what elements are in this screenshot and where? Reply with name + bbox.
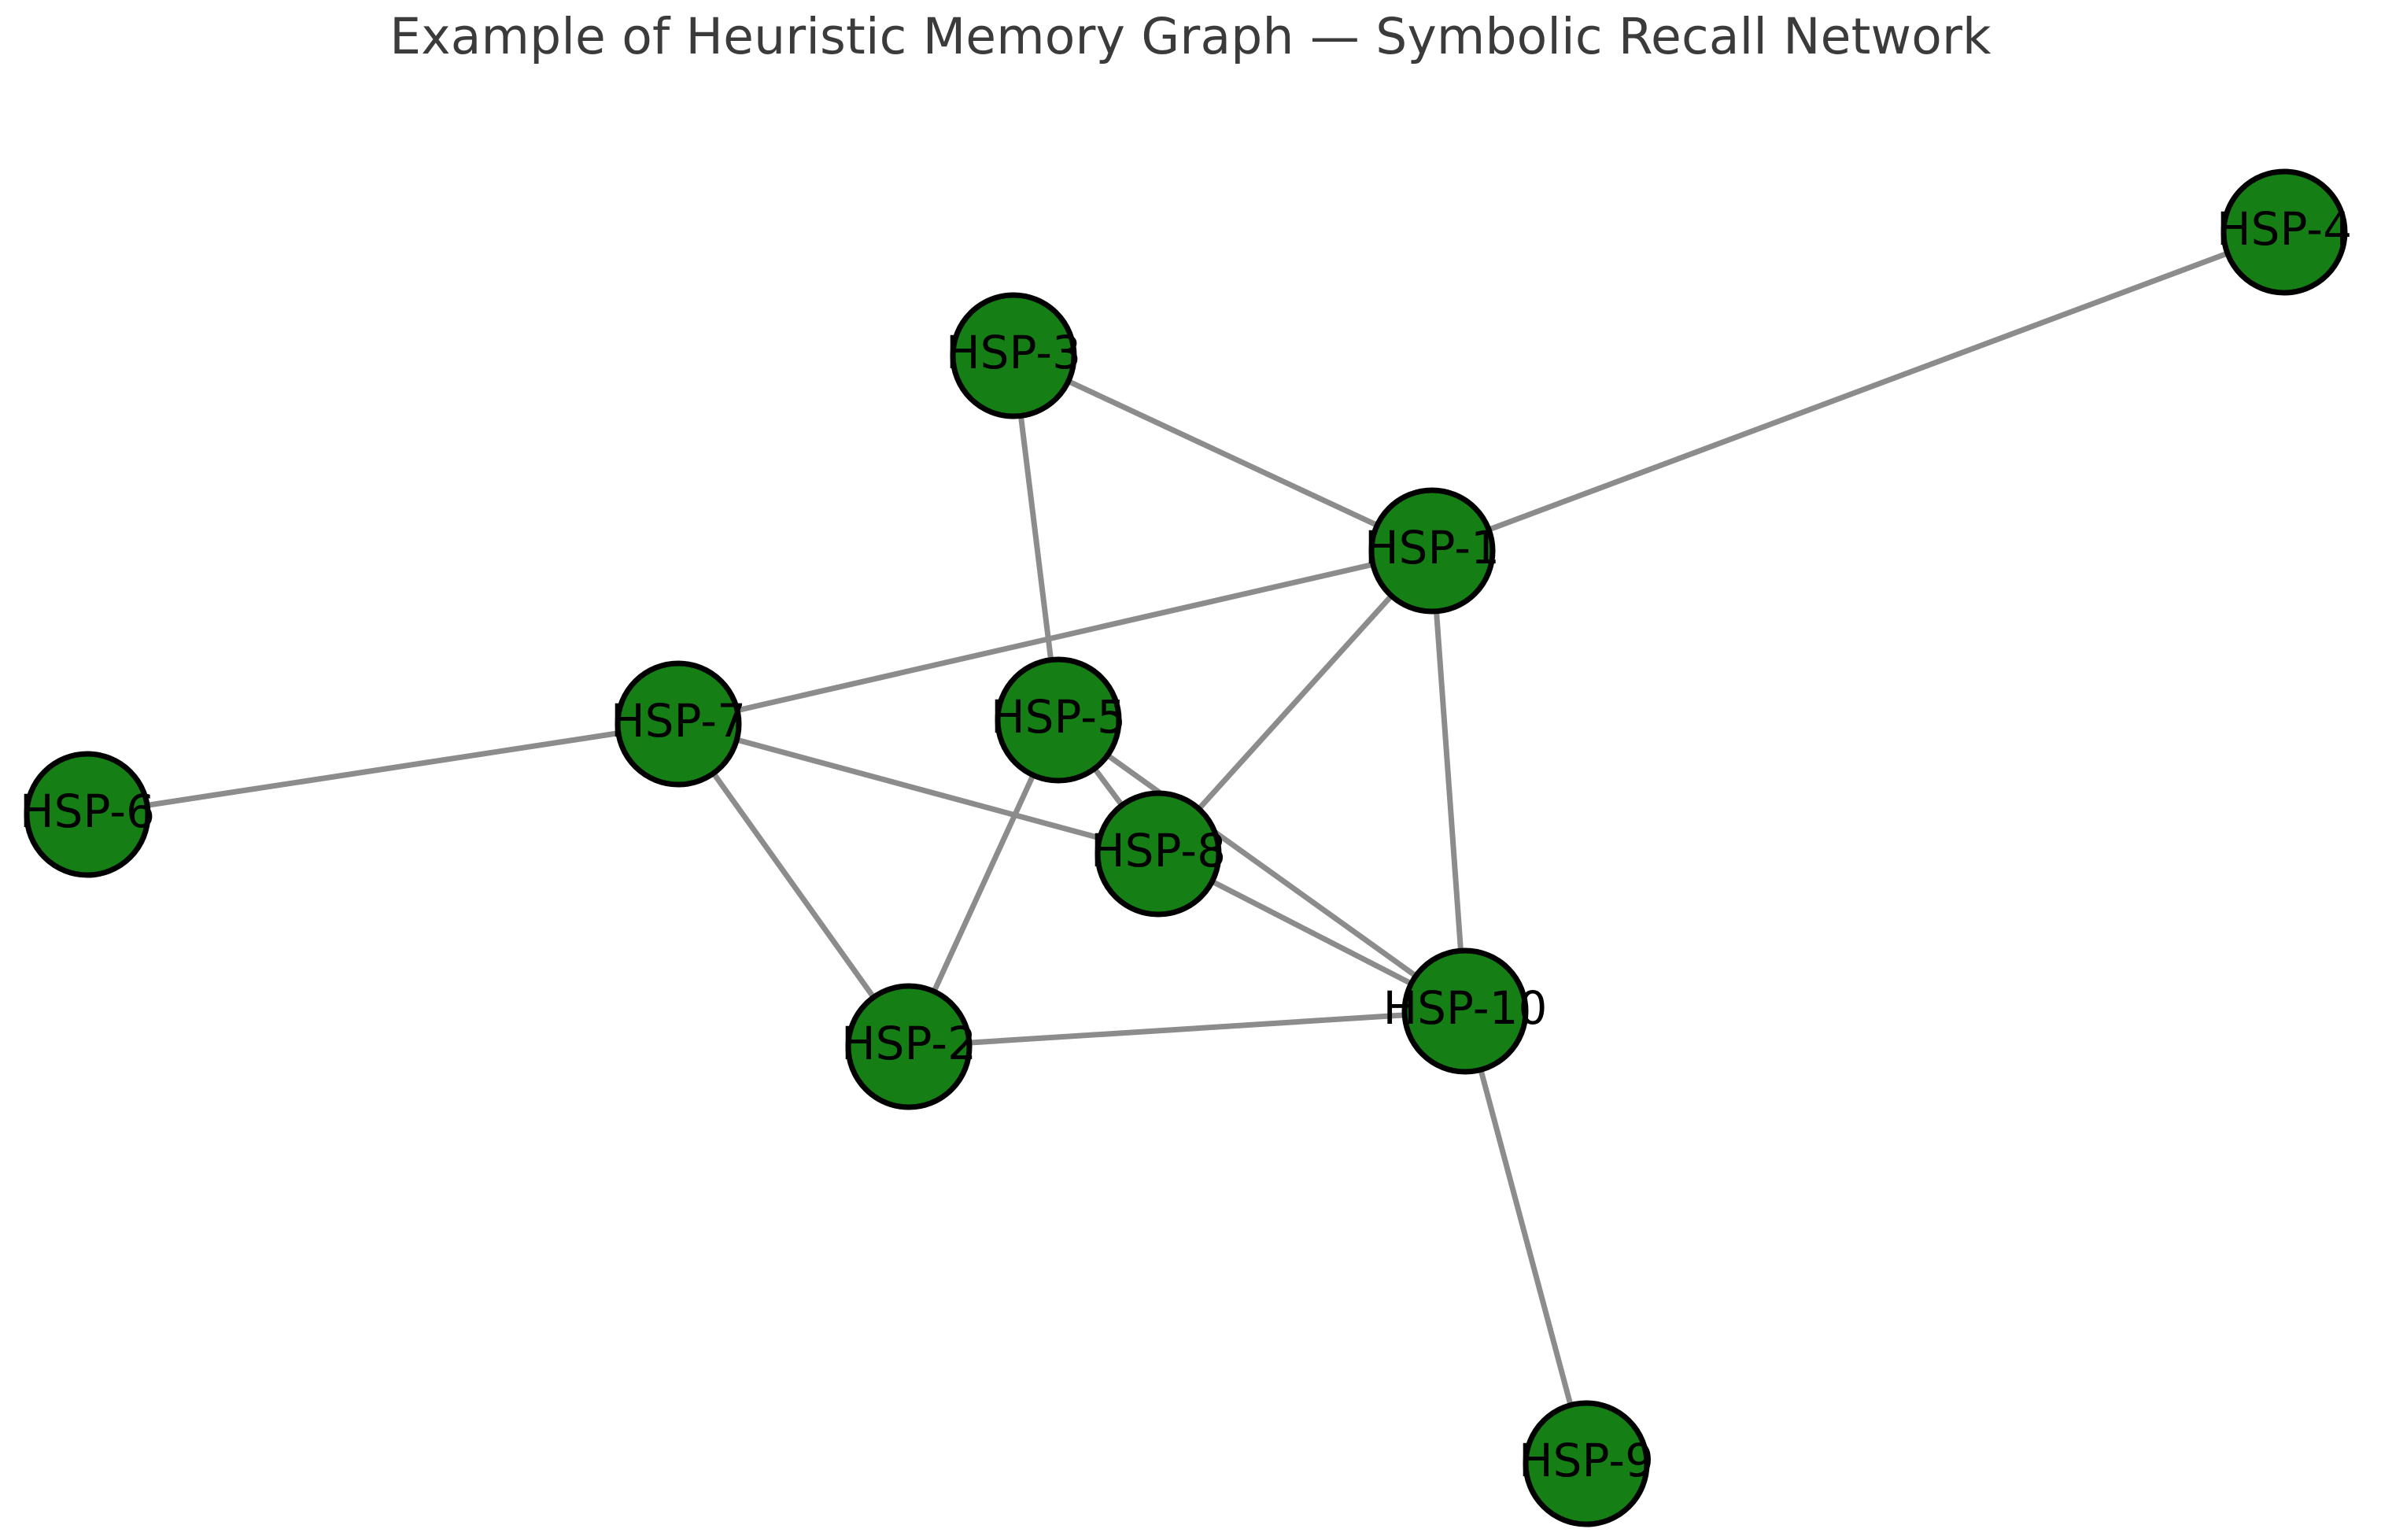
graph-edge bbox=[677, 548, 1433, 727]
graph-node-hsp-9[interactable]: HSP-9 bbox=[1519, 1400, 1654, 1527]
node-label: HSP-10 bbox=[1383, 981, 1548, 1035]
node-circle[interactable] bbox=[2220, 168, 2348, 296]
node-circle[interactable] bbox=[995, 656, 1122, 784]
graph-node-hsp-2[interactable]: HSP-2 bbox=[841, 983, 976, 1110]
graph-edge bbox=[1430, 229, 2286, 554]
graph-node-hsp-10[interactable]: HSP-10 bbox=[1383, 947, 1548, 1075]
node-circle[interactable] bbox=[845, 983, 973, 1110]
graph-edge bbox=[677, 721, 1159, 857]
node-circle[interactable] bbox=[24, 751, 151, 878]
page-title: Example of Heuristic Memory Graph — Symb… bbox=[389, 8, 1992, 65]
node-circle[interactable] bbox=[950, 292, 1077, 419]
node-label: HSP-2 bbox=[841, 1017, 976, 1070]
node-label: HSP-4 bbox=[2217, 202, 2352, 256]
graph-edge bbox=[1012, 353, 1434, 554]
node-label: HSP-9 bbox=[1519, 1434, 1654, 1487]
graph-edge bbox=[87, 721, 679, 818]
graph-node-hsp-6[interactable]: HSP-6 bbox=[20, 751, 155, 878]
graph-edge bbox=[1429, 550, 1468, 1012]
node-circle[interactable] bbox=[1401, 947, 1529, 1075]
graph-edge bbox=[1462, 1010, 1589, 1464]
graph-edge bbox=[1156, 548, 1434, 856]
graph-edge bbox=[908, 1008, 1466, 1050]
graph-edge bbox=[676, 722, 911, 1049]
node-label: HSP-3 bbox=[946, 326, 1081, 379]
node-circle[interactable] bbox=[615, 660, 742, 788]
node-label: HSP-1 bbox=[1364, 521, 1500, 574]
graph-node-hsp-3[interactable]: HSP-3 bbox=[946, 292, 1081, 419]
graph-node-hsp-7[interactable]: HSP-7 bbox=[611, 660, 746, 788]
node-label: HSP-8 bbox=[1091, 824, 1226, 877]
graph-node-hsp-1[interactable]: HSP-1 bbox=[1364, 487, 1500, 615]
node-label: HSP-6 bbox=[20, 785, 155, 838]
node-label: HSP-7 bbox=[611, 694, 746, 748]
graph-node-hsp-8[interactable]: HSP-8 bbox=[1091, 790, 1226, 918]
node-circle[interactable] bbox=[1368, 487, 1496, 615]
graph-edge bbox=[1056, 718, 1467, 1014]
node-label: HSP-5 bbox=[991, 690, 1126, 744]
node-circle[interactable] bbox=[1095, 790, 1222, 918]
graph-node-hsp-5[interactable]: HSP-5 bbox=[991, 656, 1126, 784]
graph-node-hsp-4[interactable]: HSP-4 bbox=[2217, 168, 2352, 296]
node-circle[interactable] bbox=[1523, 1400, 1650, 1527]
